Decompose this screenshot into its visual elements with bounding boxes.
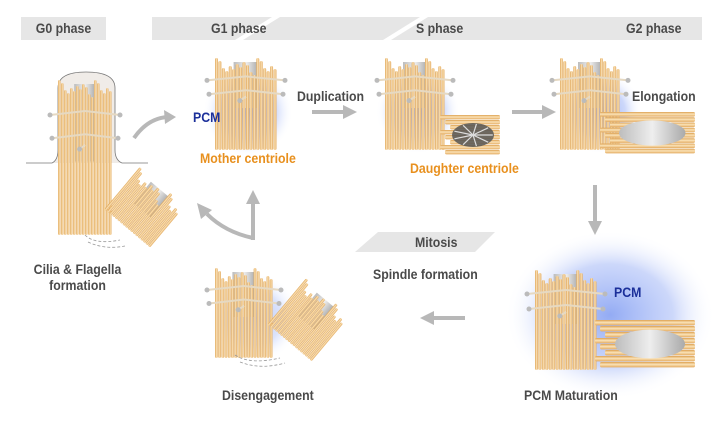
cilia-flagella-label-line2: formation bbox=[49, 277, 106, 293]
band-divider bbox=[383, 17, 428, 40]
disengagement-label: Disengagement bbox=[222, 387, 314, 403]
band-divider bbox=[235, 17, 280, 40]
spindle-formation-label: Spindle formation bbox=[373, 266, 478, 282]
disengaged-mother-centriole bbox=[204, 268, 284, 358]
arrow-disengagement-to-g0 bbox=[205, 212, 254, 240]
cilia-flagella-label-line1: Cilia & Flagella bbox=[33, 261, 122, 277]
s-phase-label: S phase bbox=[416, 20, 464, 36]
cell-cycle-phase-band bbox=[152, 17, 702, 40]
linker-remnant bbox=[84, 234, 126, 248]
mitosis-label: Mitosis bbox=[415, 234, 458, 250]
matured-mother-centriole bbox=[524, 270, 608, 370]
pcm-matured-label: PCM bbox=[614, 284, 642, 300]
g1-mother-centriole bbox=[204, 58, 288, 150]
linker-remnant bbox=[234, 354, 286, 367]
g2-phase-label: G2 phase bbox=[626, 20, 682, 36]
cilium-basal-body bbox=[47, 80, 123, 235]
mitosis-band bbox=[355, 232, 495, 252]
g0-daughter-centriole bbox=[104, 167, 178, 247]
pcm-maturation-label: PCM Maturation bbox=[524, 387, 618, 403]
duplication-label: Duplication bbox=[297, 88, 365, 104]
g0-phase-label: G0 phase bbox=[35, 20, 92, 36]
s-mother-centriole bbox=[374, 58, 456, 150]
elongation-label: Elongation bbox=[632, 88, 696, 104]
mother-centriole-label: Mother centriole bbox=[200, 150, 296, 166]
g2-elongating-daughter bbox=[600, 112, 695, 154]
g1-phase-label: G1 phase bbox=[211, 20, 267, 36]
s-daughter-procentriole bbox=[440, 115, 500, 155]
pcm-label: PCM bbox=[193, 109, 221, 125]
matured-daughter-centriole bbox=[595, 320, 695, 368]
g0-phase-band bbox=[21, 17, 106, 40]
daughter-centriole-label: Daughter centriole bbox=[410, 160, 519, 176]
arrow-g0-to-g1 bbox=[132, 115, 169, 140]
disengaged-daughter-centriole bbox=[268, 278, 343, 361]
